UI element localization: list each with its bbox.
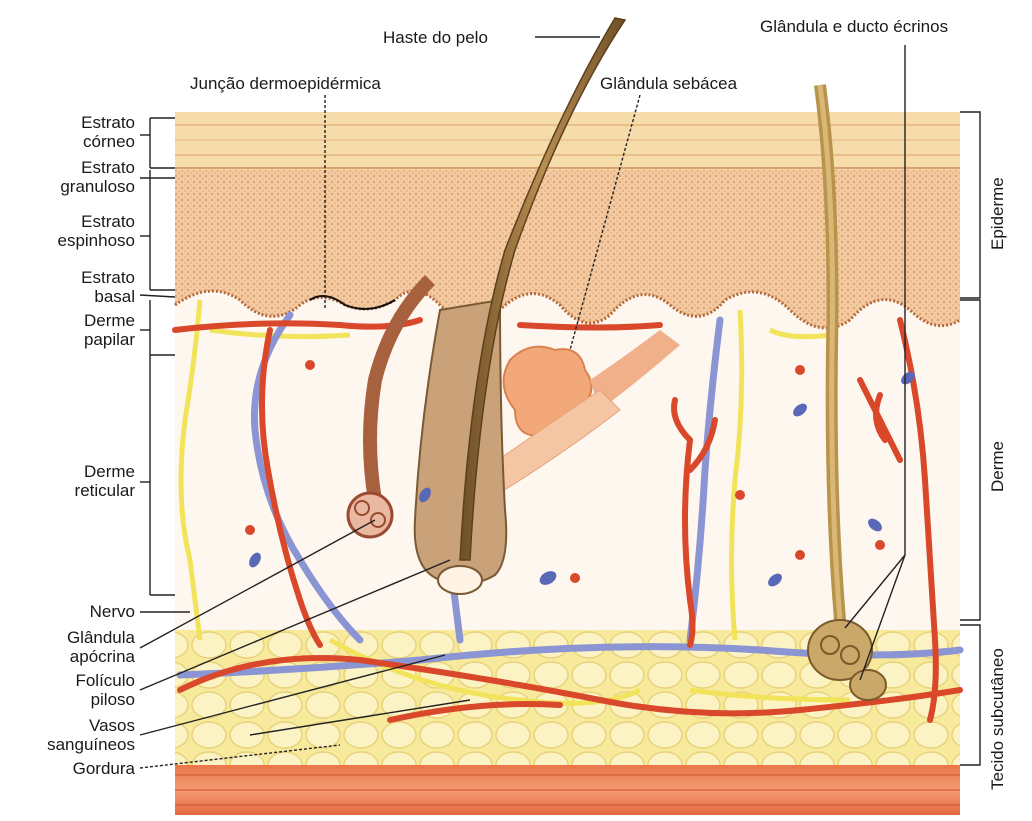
label-estrato-corneo: Estratocórneo	[35, 113, 135, 151]
label-glandula-apocrina: Glândulaapócrina	[35, 628, 135, 666]
label-estrato-espinhoso: Estratoespinhoso	[25, 212, 135, 250]
label-tecido-subcutaneo: Tecido subcutâneo	[988, 648, 1008, 790]
label-foliculo-piloso: Folículopiloso	[35, 671, 135, 709]
label-derme-reticular: Dermereticular	[35, 462, 135, 500]
label-vasos-sanguineos: Vasossanguíneos	[25, 716, 135, 754]
label-nervo: Nervo	[35, 602, 135, 621]
label-juncao-dermoepidermica: Junção dermoepidérmica	[190, 74, 381, 93]
label-haste-do-pelo: Haste do pelo	[383, 28, 488, 47]
label-glandula-ducto-ecrinos: Glândula e ducto écrinos	[760, 17, 948, 36]
label-epiderme: Epiderme	[988, 177, 1008, 250]
label-derme: Derme	[988, 441, 1008, 492]
label-glandula-sebacea: Glândula sebácea	[600, 74, 737, 93]
label-gordura: Gordura	[35, 759, 135, 778]
label-estrato-granuloso: Estratogranuloso	[25, 158, 135, 196]
label-derme-papilar: Dermepapilar	[35, 311, 135, 349]
label-estrato-basal: Estratobasal	[35, 268, 135, 306]
epidermis-layer	[175, 170, 960, 328]
